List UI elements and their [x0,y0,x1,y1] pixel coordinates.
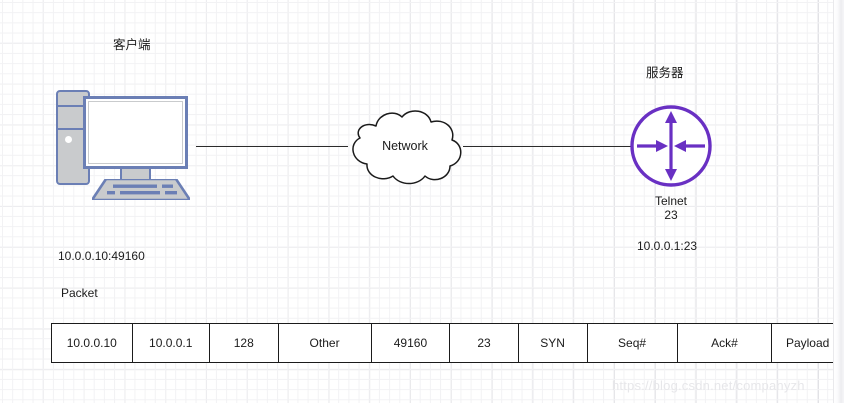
link-client-to-network [196,146,348,147]
packet-cell-src-ip: 10.0.0.10 [51,323,133,363]
desktop-computer-icon [52,90,194,202]
watermark-text: https://blog.csdn.net/companyzh [612,378,805,393]
page-right-edge [833,0,844,403]
packet-cell-src-port: 49160 [370,323,451,363]
packet-caption-label: Packet [61,286,98,300]
tower-divider-bottom [58,128,88,130]
cloud-icon: Network [340,104,470,188]
server-title-label: 服务器 [646,65,684,80]
monitor-screen [88,101,183,164]
computer-keyboard [90,177,192,202]
monitor-stand [120,169,151,181]
packet-cell-ack: Ack# [676,323,773,363]
packet-cell-other: Other [277,323,372,363]
power-button-icon [65,136,72,143]
network-label: Network [382,139,428,153]
link-network-to-server [463,146,631,147]
server-service-label: Telnet [654,194,688,208]
client-address-label: 10.0.0.10:49160 [58,249,145,263]
computer-monitor [83,96,188,169]
packet-cell-flag: SYN [517,323,588,363]
packet-cell-dst-port: 23 [449,323,519,363]
tower-divider-top [58,105,88,107]
client-title-label: 客户端 [113,37,151,52]
packet-cell-payload: Payload [771,323,844,363]
packet-cell-dst-ip: 10.0.0.1 [131,323,210,363]
router-icon [628,103,714,189]
packet-cell-ttl: 128 [208,323,279,363]
table-row: 10.0.0.10 10.0.0.1 128 Other 49160 23 SY… [51,323,844,363]
packet-cell-seq: Seq# [586,323,678,363]
server-address-label: 10.0.0.1:23 [637,239,698,253]
packet-table: 10.0.0.10 10.0.0.1 128 Other 49160 23 SY… [51,323,844,363]
server-port-label: 23 [664,208,678,222]
